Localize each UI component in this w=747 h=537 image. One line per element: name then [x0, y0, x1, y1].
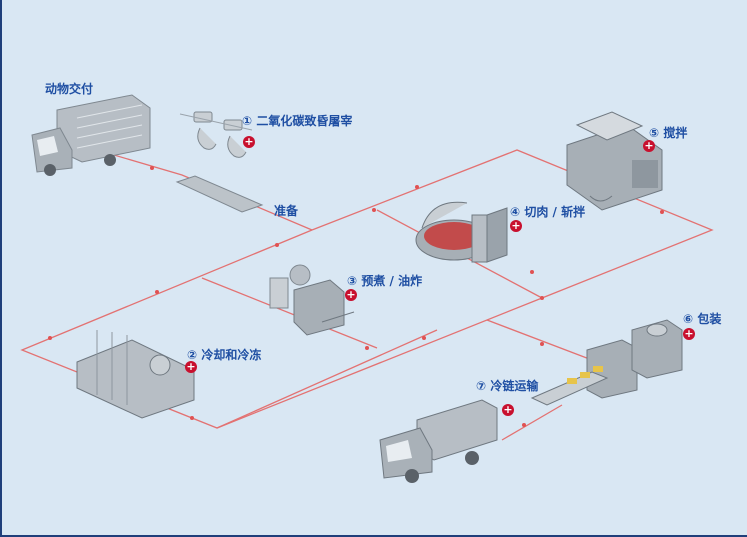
- packing-machine-icon: [530, 319, 683, 406]
- plus-cooking-icon[interactable]: +: [345, 288, 357, 301]
- label-stunning: ① 二氧化碳致昏屠宰: [242, 114, 353, 128]
- plus-cutting-icon[interactable]: +: [510, 219, 522, 232]
- livestock-truck-icon: [31, 94, 151, 176]
- plus-mixing-icon[interactable]: +: [643, 139, 655, 152]
- label-cold-chain: ⑦ 冷链运输: [476, 379, 539, 393]
- label-prep: 准备: [274, 204, 299, 218]
- refrigerated-truck-icon: [379, 399, 498, 483]
- label-cooking: ③ 预煮 / 油炸: [347, 274, 423, 288]
- plus-packing-icon[interactable]: +: [683, 327, 695, 340]
- prep-table-icon: [175, 175, 264, 213]
- cooker-fryer-icon: [269, 264, 355, 336]
- label-delivery: 动物交付: [45, 82, 94, 96]
- plus-stunning-icon[interactable]: +: [243, 135, 255, 148]
- label-cooling: ② 冷却和冷冻: [187, 348, 262, 362]
- cooling-freezer-icon: [76, 330, 195, 419]
- label-packing: ⑥ 包装: [683, 312, 722, 326]
- bowl-cutter-icon: [415, 201, 508, 263]
- plus-cooling-icon[interactable]: +: [185, 360, 197, 373]
- label-mixing: ⑤ 搅拌: [649, 126, 688, 140]
- label-cutting: ④ 切肉 / 斩拌: [510, 205, 586, 219]
- plus-cold-chain-icon[interactable]: +: [502, 403, 514, 416]
- stunning-hooks-icon: [179, 111, 253, 158]
- mixer-machine-icon: [566, 111, 663, 211]
